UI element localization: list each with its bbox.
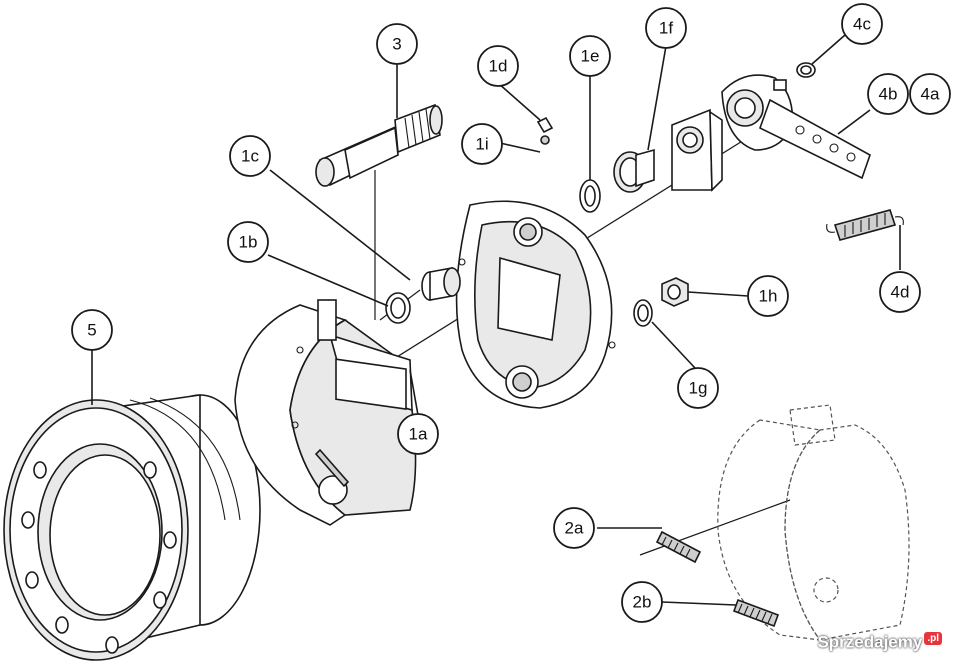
clip-ring-4c (796, 62, 816, 78)
callout-2a-label: 2a (565, 519, 584, 538)
callout-1e-label: 1e (581, 47, 600, 66)
callout-5-label: 5 (87, 321, 96, 340)
bushing-1c (421, 267, 461, 301)
callout-3-label: 3 (392, 35, 401, 54)
washer-1g (633, 299, 653, 327)
spring-2b (732, 598, 780, 628)
camshaft (315, 103, 443, 187)
callout-1i-label: 1i (475, 135, 488, 154)
brake-shoe-assembly (234, 299, 417, 526)
brake-drum (3, 394, 261, 661)
grease-fitting-1d (536, 116, 554, 145)
callout-1b-label: 1b (239, 233, 258, 252)
callout-4d-label: 4d (891, 283, 910, 302)
shoe-ghost-outline (717, 404, 910, 641)
watermark: Sprzedajemy.pl (817, 632, 942, 653)
callout-1b: 1b (227, 221, 269, 263)
seal-1f (613, 148, 655, 193)
watermark-text: Sprzedajemy (817, 633, 923, 652)
callout-4a: 4a (909, 73, 951, 115)
callout-2b: 2b (621, 581, 663, 623)
spring-2a (655, 530, 702, 564)
callout-4c: 4c (841, 3, 883, 45)
callout-1f-label: 1f (659, 19, 673, 38)
callout-2a: 2a (553, 507, 595, 549)
callout-1e: 1e (569, 35, 611, 77)
callout-5: 5 (71, 309, 113, 351)
callout-1c-label: 1c (241, 147, 259, 166)
nut-1h (661, 277, 689, 307)
callout-2b-label: 2b (633, 593, 652, 612)
washer-1e (579, 179, 601, 213)
callout-1c: 1c (229, 135, 271, 177)
callout-1h-label: 1h (759, 287, 778, 306)
callout-4c-label: 4c (853, 15, 871, 34)
callout-1a-label: 1a (409, 425, 428, 444)
leader-lines (91, 34, 901, 606)
slack-adjuster (721, 74, 871, 180)
seal-ring-1b (385, 292, 411, 324)
callout-1i: 1i (461, 123, 503, 165)
return-spring-4d (826, 209, 904, 241)
callout-4b-label: 4b (879, 85, 898, 104)
backing-plate (455, 200, 616, 409)
callout-1g-label: 1g (689, 379, 708, 398)
callout-1g: 1g (677, 367, 719, 409)
drum-bolt-holes (21, 461, 177, 654)
callout-1f: 1f (645, 7, 687, 49)
callout-4a-label: 4a (921, 85, 940, 104)
callout-1a: 1a (397, 413, 439, 455)
camshaft-bracket (671, 108, 723, 192)
callout-4b: 4b (867, 73, 909, 115)
callout-4d: 4d (879, 271, 921, 313)
callout-1d: 1d (477, 45, 519, 87)
callout-1h: 1h (747, 275, 789, 317)
callout-3: 3 (376, 23, 418, 65)
watermark-badge: .pl (924, 632, 942, 646)
callout-1d-label: 1d (489, 57, 508, 76)
